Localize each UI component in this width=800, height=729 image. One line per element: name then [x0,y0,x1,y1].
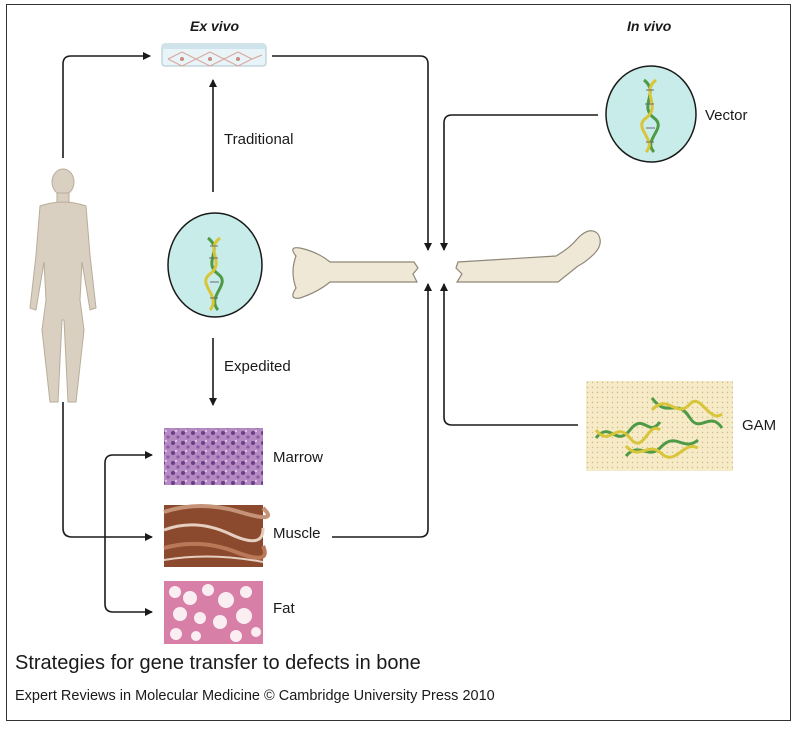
arrow-to-marrow [104,451,153,537]
arrow-to-fat [104,537,153,616]
label-muscle: Muscle [273,525,321,542]
cell-with-dna [167,212,263,318]
arrow-muscle-to-defect [332,283,432,538]
fat-tissue [164,581,263,644]
arrow-human-down [62,402,105,538]
label-gam: GAM [742,417,777,434]
bone-right-fragment [455,230,601,283]
gam-matrix [586,381,733,471]
label-marrow: Marrow [273,449,324,466]
connectors [62,52,598,616]
figure-title: Strategies for gene transfer to defects … [15,652,421,674]
human-figure [29,168,97,403]
header-ex-vivo: Ex vivo [190,18,240,34]
label-expedited: Expedited [224,358,291,375]
ex-vivo-culture-dish [161,43,267,67]
marrow-tissue [164,428,263,485]
header-in-vivo: In vivo [627,18,672,34]
label-traditional: Traditional [224,131,294,148]
arrow-human-to-exvivo [62,52,151,158]
bone-left-fragment [292,247,419,299]
muscle-tissue [163,504,270,567]
figure-frame [6,4,791,721]
figure-credit: Expert Reviews in Molecular Medicine © C… [15,688,495,704]
label-fat: Fat [273,600,295,617]
label-vector: Vector [705,107,748,124]
arrow-exvivo-to-defect [272,55,432,251]
arrow-gam-to-defect [440,283,578,426]
arrow-vector-to-defect [440,114,598,251]
vector-cell [605,65,697,163]
